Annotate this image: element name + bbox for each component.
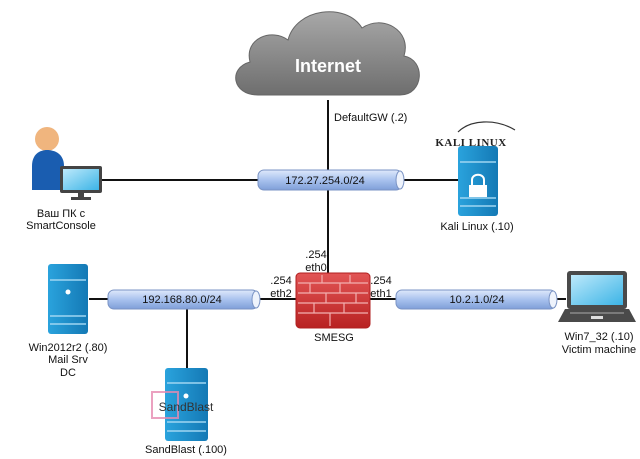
network-label: 10.2.1.0/24 <box>449 294 504 306</box>
internet-cloud: Internet <box>235 11 420 96</box>
eth2-iface-label: eth2 <box>270 288 291 300</box>
pc-user-icon <box>32 127 102 200</box>
kali-label: Kali Linux (.10) <box>440 221 513 233</box>
firewall-label: SMESG <box>314 332 354 344</box>
sandblast-server-icon <box>165 368 208 441</box>
win7-label-line2: Victim machine <box>562 344 636 356</box>
network-label: 192.168.80.0/24 <box>142 294 222 306</box>
firewall-icon <box>295 272 371 329</box>
svg-text:SandBlast: SandBlast <box>159 400 214 414</box>
pc-label-line1: Ваш ПК с <box>37 208 86 220</box>
eth1-ip-label: .254 <box>370 275 391 287</box>
eth0-iface-label: eth0 <box>305 262 326 274</box>
win2012-label-line3: DC <box>60 367 76 379</box>
internet-label: Internet <box>295 56 361 76</box>
win2012-label-line1: Win2012r2 (.80) <box>29 342 108 354</box>
network-bus-10: 10.2.1.0/24 <box>395 289 558 310</box>
eth0-ip-label: .254 <box>305 249 326 261</box>
network-label: 172.27.254.0/24 <box>285 175 365 187</box>
network-bus-192: 192.168.80.0/24 <box>107 289 261 310</box>
win7-label-line1: Win7_32 (.10) <box>564 331 633 343</box>
network-bus-172: 172.27.254.0/24 <box>257 169 405 191</box>
default-gw-label: DefaultGW (.2) <box>334 112 407 124</box>
laptop-icon <box>558 271 636 322</box>
eth2-ip-label: .254 <box>270 275 291 287</box>
sandblast-logo: SandBlast <box>151 391 214 419</box>
kali-linux-logo: KALI LINUX <box>435 121 516 149</box>
win2012-server-icon <box>48 264 88 334</box>
pc-label-line2: SmartConsole <box>26 220 96 232</box>
kali-server-icon <box>458 146 498 216</box>
eth1-iface-label: eth1 <box>370 288 391 300</box>
win2012-label-line2: Mail Srv <box>48 354 88 366</box>
sandblast-label: SandBlast (.100) <box>145 444 227 456</box>
